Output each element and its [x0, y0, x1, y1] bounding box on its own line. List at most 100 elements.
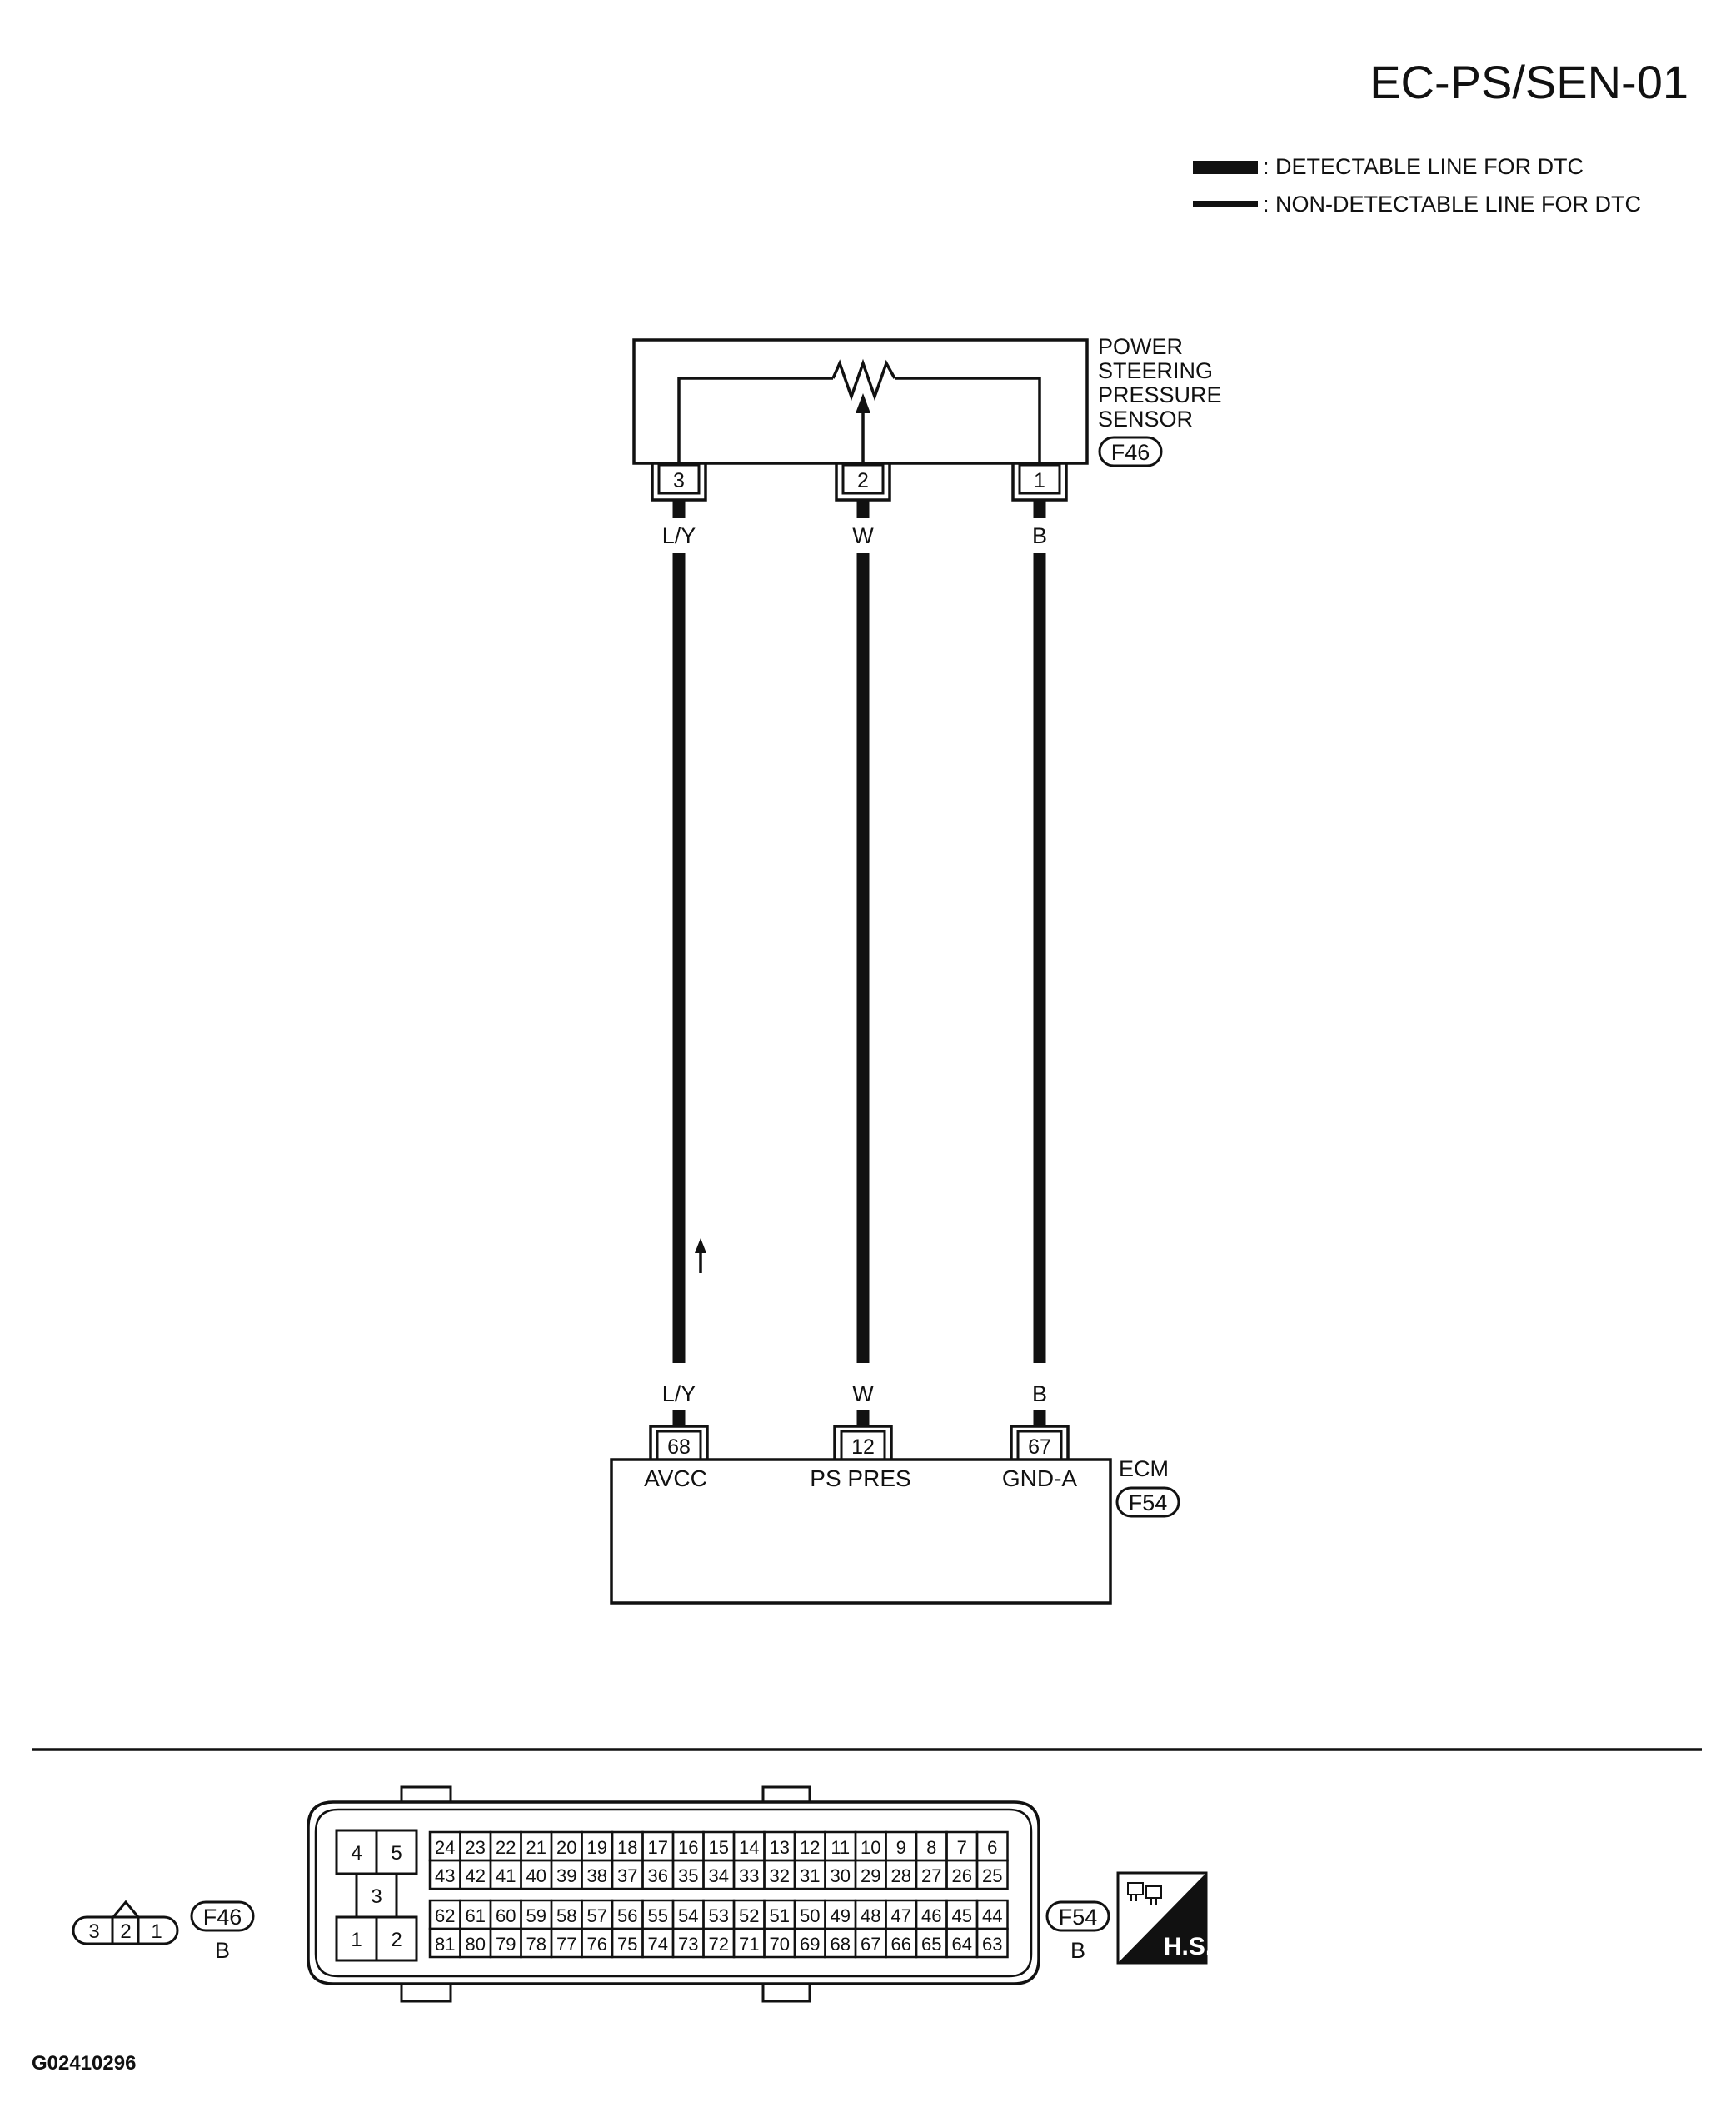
sensor-pin-number: 2	[857, 469, 869, 492]
f54-cavity-label: 9	[896, 1837, 906, 1858]
figure-id: G02410296	[32, 2052, 136, 2075]
f54-cavity-label: 63	[982, 1934, 1002, 1955]
f54-cavity-label: 10	[861, 1837, 880, 1858]
f54-id: F54	[1059, 1905, 1098, 1930]
f54-cavity-label: 75	[617, 1934, 637, 1955]
f46-connector-outline	[72, 1915, 179, 1945]
f54-cavity-label: 65	[921, 1934, 941, 1955]
f54-cavity-label: 7	[957, 1837, 967, 1858]
f54-color: B	[1070, 1938, 1085, 1963]
ecm-module: AVCC PS PRES GND-A ECM F54	[610, 1456, 1180, 1605]
ecm-pin-bracket	[833, 1425, 893, 1460]
wire-color-top: L/Y	[662, 523, 696, 548]
sensor-name-line-4: SENSOR	[1098, 407, 1193, 432]
wire-lily: L/Y L/Y	[662, 500, 696, 1426]
sensor-pin-number: 1	[1034, 469, 1045, 492]
f54-cavity-label: 66	[891, 1934, 911, 1955]
wire-color-bottom: B	[1032, 1381, 1047, 1406]
legend-non-detectable-label: : NON-DETECTABLE LINE FOR DTC	[1263, 192, 1641, 217]
f54-cavity-label: 35	[678, 1865, 698, 1886]
sensor-pin-box	[841, 463, 885, 495]
sensor-pin-2: 2	[835, 463, 891, 502]
f54-cavity-label: 39	[556, 1865, 576, 1886]
f54-lock-tab	[761, 1984, 811, 2003]
sensor-pin-box	[657, 463, 701, 495]
f54-cavity-label: 40	[526, 1865, 546, 1886]
f46-pin: 1	[151, 1920, 162, 1943]
f54-cavity-label: 64	[952, 1934, 972, 1955]
f54-cavity-label: 74	[648, 1934, 668, 1955]
f54-cavity-label: 73	[678, 1934, 698, 1955]
f54-inner-housing	[314, 1808, 1033, 1978]
f54-cavity-label: 43	[435, 1865, 455, 1886]
connector-harness-icon	[1127, 1882, 1162, 1905]
sensor-pin-1: 1	[1011, 463, 1068, 502]
f54-cavity-label: 33	[739, 1865, 759, 1886]
ecm-pin-67: 67	[1010, 1425, 1070, 1461]
f54-cavity-label: 22	[496, 1837, 516, 1858]
f54-cavity-label: 78	[526, 1934, 546, 1955]
f54-cavity-label: 59	[526, 1905, 546, 1926]
f46-key-tab	[112, 1900, 140, 1918]
sensor-name-line-3: PRESSURE	[1098, 382, 1222, 407]
f54-cavity-label: 46	[921, 1905, 941, 1926]
f46-id: F46	[203, 1905, 242, 1930]
f54-cavity-label: 44	[982, 1905, 1002, 1926]
f54-cavity-label: 81	[435, 1934, 455, 1955]
f54-cavity	[975, 1859, 1009, 1890]
f54-cavity-label: 17	[648, 1837, 668, 1858]
f54-cavity-label: 19	[587, 1837, 607, 1858]
f54-cavity-label: 36	[648, 1865, 668, 1886]
f54-outer-housing	[307, 1800, 1040, 1985]
f54-cavity-label: 11	[831, 1837, 850, 1858]
f54-cavity-label: 67	[861, 1934, 880, 1955]
ecm-connector-id: F54	[1129, 1490, 1168, 1515]
f54-cavity-label: 48	[861, 1905, 880, 1926]
sensor-pin-3: 3	[651, 463, 707, 502]
f54-cavity-label: 47	[891, 1905, 911, 1926]
f54-cavity-label: 12	[800, 1837, 820, 1858]
f54-cavity-label: 70	[770, 1934, 790, 1955]
f54-cavity-label: 77	[556, 1934, 576, 1955]
ecm-connector-id-badge	[1115, 1486, 1180, 1518]
f54-cavity-label: 52	[739, 1905, 759, 1926]
ecm-terminal-ps-pres: PS PRES	[810, 1465, 910, 1491]
sensor-connector-id: F46	[1111, 440, 1150, 465]
wire-color-bottom: W	[852, 1381, 874, 1406]
ecm-pin-12: 12	[833, 1425, 893, 1461]
f54-cavity-label: 57	[587, 1905, 607, 1926]
f54-cavity-label: 29	[861, 1865, 880, 1886]
f54-cavity-label: 34	[709, 1865, 729, 1886]
f54-lock-tab	[761, 1785, 811, 1802]
f54-cavity-label: 79	[496, 1934, 516, 1955]
hs-badge-fill	[1118, 1873, 1206, 1963]
f54-cavity	[975, 1927, 1009, 1959]
f46-pin: 3	[88, 1920, 99, 1943]
f54-cavity-label: 25	[982, 1865, 1002, 1886]
f54-cavity	[375, 1915, 418, 1962]
sensor-connector-id-badge	[1098, 436, 1163, 467]
f54-cavity-label: 72	[709, 1934, 729, 1955]
ecm-name: ECM	[1119, 1456, 1169, 1481]
f54-cavity-label: 24	[435, 1837, 455, 1858]
f54-cavity-label: 45	[952, 1905, 972, 1926]
f54-cavity-label: 62	[435, 1905, 455, 1926]
ecm-pin-number: 12	[851, 1435, 875, 1459]
f54-cavity-label: 8	[926, 1837, 936, 1858]
hs-badge: H.S.	[1116, 1871, 1212, 1965]
f54-cavity-label: 1	[351, 1929, 362, 1951]
f54-cavity-label: 14	[739, 1837, 759, 1858]
f54-cavity-label: 68	[831, 1934, 851, 1955]
f54-cavity-label: 20	[556, 1837, 576, 1858]
f54-cavity-label: 4	[351, 1842, 362, 1865]
wire-b: B B	[1032, 500, 1047, 1426]
f54-cavity-label: 15	[709, 1837, 729, 1858]
f54-cavity-label: 27	[921, 1865, 941, 1886]
f54-cavity-label: 16	[678, 1837, 698, 1858]
ecm-body	[610, 1458, 1112, 1605]
ecm-pin-box	[1016, 1430, 1063, 1461]
legend-detectable-swatch	[1193, 161, 1258, 174]
